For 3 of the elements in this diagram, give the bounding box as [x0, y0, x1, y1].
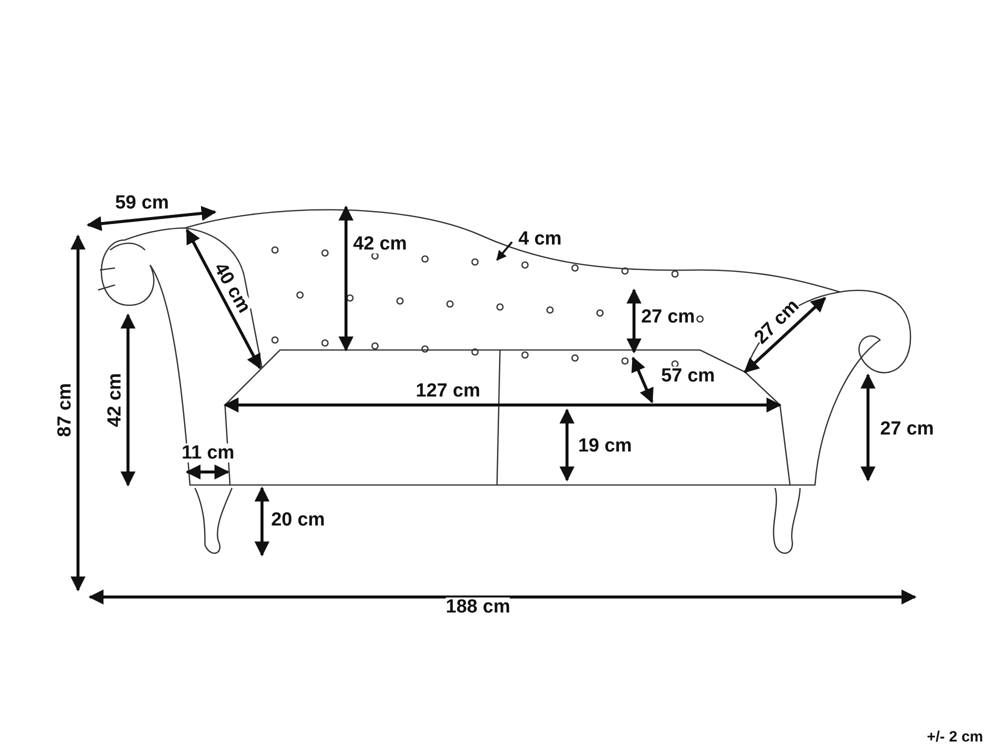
- dimension-label: 42 cm: [353, 234, 407, 254]
- tolerance-note: +/- 2 cm: [926, 730, 984, 744]
- dimension-label: 11 cm: [182, 444, 234, 462]
